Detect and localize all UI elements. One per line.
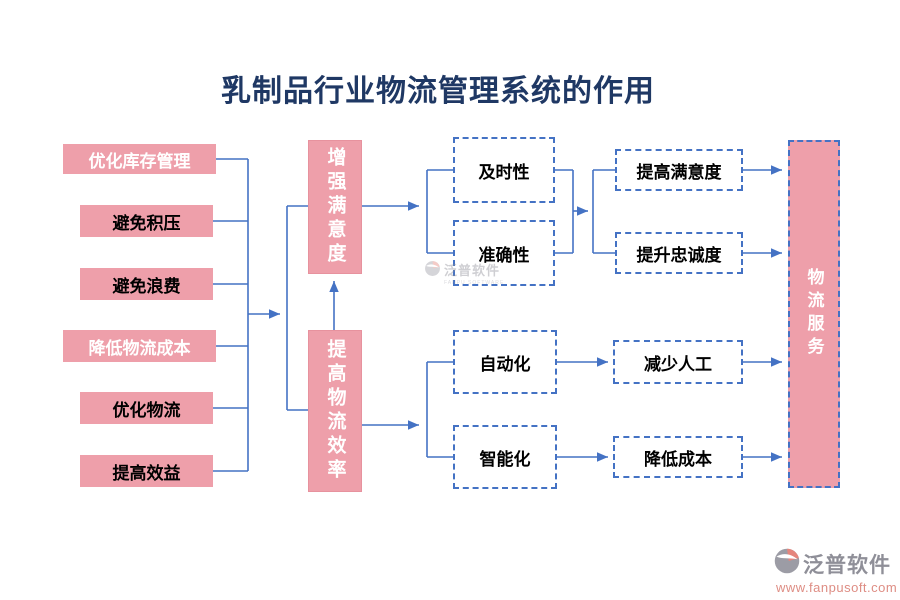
outcome-node-reduce-labor: 减少人工 (613, 340, 743, 384)
benefit-node-avoid-waste: 避免浪费 (80, 268, 213, 300)
factor-node-accuracy: 准确性 (453, 220, 555, 286)
factor-node-intelligence: 智能化 (453, 425, 557, 489)
page-title: 乳制品行业物流管理系统的作用 (221, 75, 655, 108)
watermark-brand: 泛普软件 (444, 263, 501, 278)
mid-node-label: 增强满意度 (324, 147, 346, 267)
factor-node-automation: 自动化 (453, 330, 557, 394)
watermark: 泛普软件 FANPU SOFTWARE (424, 260, 504, 286)
benefit-node-optimize-logistics: 优化物流 (80, 392, 213, 424)
outcome-node-raise-loyalty: 提升忠诚度 (615, 232, 743, 274)
outcome-node-raise-satisfaction: 提高满意度 (615, 149, 743, 191)
footer-url: www.fanpusoft.com (776, 580, 898, 595)
fanpu-logo-icon (424, 260, 441, 282)
benefit-node-increase-profit: 提高效益 (80, 455, 213, 487)
mid-node-improve-efficiency: 提高物流效率 (308, 330, 362, 492)
benefit-node-reduce-logistics-cost: 降低物流成本 (63, 330, 216, 362)
result-node-logistics-service: 物流服务 (788, 140, 840, 488)
outcome-node-reduce-cost: 降低成本 (613, 436, 743, 478)
result-node-label: 物流服务 (804, 268, 824, 360)
benefit-node-optimize-inventory: 优化库存管理 (63, 144, 216, 174)
mid-node-label: 提高物流效率 (324, 339, 346, 483)
watermark-subtext: FANPU SOFTWARE (444, 280, 505, 286)
mid-node-enhance-satisfaction: 增强满意度 (308, 140, 362, 274)
benefit-node-avoid-backlog: 避免积压 (80, 205, 213, 237)
footer-logo: 泛普软件 www.fanpusoft.com (773, 547, 897, 595)
footer-brand: 泛普软件 (803, 553, 891, 577)
fanpu-logo-icon (773, 547, 801, 580)
factor-node-timeliness: 及时性 (453, 137, 555, 203)
